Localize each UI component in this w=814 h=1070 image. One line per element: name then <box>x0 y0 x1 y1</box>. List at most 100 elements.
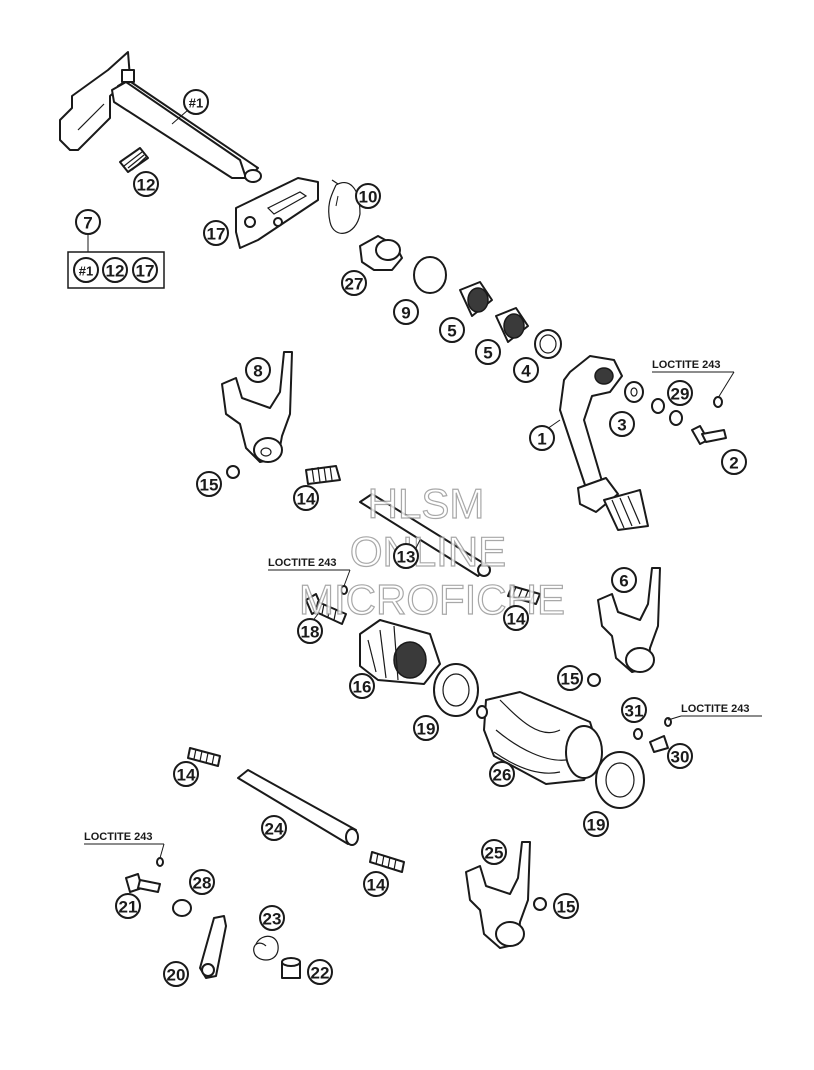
callout-15a-circle <box>196 471 222 497</box>
callout-15c: 15 <box>553 893 579 919</box>
callout-2: 2 <box>721 449 747 475</box>
callout-8-label: 8 <box>253 362 262 381</box>
callout-12a-circle <box>133 171 159 197</box>
callout-27: 27 <box>341 270 367 296</box>
washer-9-part <box>413 256 447 294</box>
callout-14c-circle <box>173 761 199 787</box>
callout-16-circle <box>349 673 375 699</box>
callout-31: 31 <box>621 697 647 723</box>
callout-31-label: 31 <box>625 702 644 721</box>
callout-18-circle <box>297 618 323 644</box>
callout-30: 30 <box>667 743 693 769</box>
callout-26: 26 <box>489 761 515 787</box>
callout-12a: 12 <box>133 171 159 197</box>
pin-15b-part <box>587 673 601 687</box>
callout-14a-circle <box>293 485 319 511</box>
callout-14b: 14 <box>503 605 529 631</box>
callout-10-label: 10 <box>359 188 378 207</box>
kit-item-17-label: 17 <box>136 262 155 281</box>
callout-14a-label: 14 <box>297 490 316 509</box>
callout-10: 10 <box>355 183 381 209</box>
kit-item-12: 12 <box>102 257 128 283</box>
callout-21: 21 <box>115 893 141 919</box>
pin-15a-part <box>226 465 240 479</box>
callout-25-circle <box>481 839 507 865</box>
callout-1a-label: #1 <box>189 96 203 111</box>
kit-item-12-circle <box>102 257 128 283</box>
svg-text:HLSM: HLSM <box>368 480 485 527</box>
callout-19b-label: 19 <box>587 816 606 835</box>
callout-3-label: 3 <box>617 416 626 435</box>
kit-item-12-label: 12 <box>106 262 125 281</box>
svg-text:LOCTITE 243: LOCTITE 243 <box>84 831 152 843</box>
kit-item-hash1: #1 <box>73 257 99 283</box>
callout-19b-circle <box>583 811 609 837</box>
callout-29: 29 <box>667 380 693 406</box>
callout-9-label: 9 <box>401 304 410 323</box>
callout-6: 6 <box>611 567 637 593</box>
callout-5a-label: 5 <box>447 322 456 341</box>
spring-23-part <box>253 935 279 961</box>
callout-1: 1 <box>529 425 555 451</box>
callout-17-circle <box>203 220 229 246</box>
callout-15b: 15 <box>557 665 583 691</box>
shift-drum-26-part <box>476 691 603 785</box>
callout-24-label: 24 <box>265 820 284 839</box>
callout-2-circle <box>721 449 747 475</box>
callout-14d: 14 <box>363 871 389 897</box>
loctite-label-upper: LOCTITE 243 <box>652 359 735 399</box>
kit-item-hash1-circle <box>73 257 99 283</box>
callout-22-circle <box>307 959 333 985</box>
callout-9: 9 <box>393 299 419 325</box>
callout-14a: 14 <box>293 485 319 511</box>
callout-13: 13 <box>393 543 419 569</box>
callout-16: 16 <box>349 673 375 699</box>
callout-13-label: 13 <box>397 548 416 567</box>
callout-6-label: 6 <box>619 572 628 591</box>
callout-2-label: 2 <box>729 454 738 473</box>
callout-15a: 15 <box>196 471 222 497</box>
shift-fork-8-part <box>221 351 293 463</box>
callout-27-circle <box>341 270 367 296</box>
callout-5b-label: 5 <box>483 344 492 363</box>
kit-item-17-circle <box>132 257 158 283</box>
callout-5a-circle <box>439 317 465 343</box>
spring-14d-part <box>369 851 405 873</box>
callout-kit-7-label: 7 <box>83 214 92 233</box>
callout-28-circle <box>189 869 215 895</box>
spring-14b-part <box>507 585 541 605</box>
callout-14c-label: 14 <box>177 766 196 785</box>
svg-text:ONLINE: ONLINE <box>350 528 506 575</box>
callout-14c: 14 <box>173 761 199 787</box>
bushing-5b-part <box>495 307 529 343</box>
callout-13-circle <box>393 543 419 569</box>
callout-1a-circle <box>183 89 209 115</box>
callout-kit-7-circle <box>75 209 101 235</box>
callout-20-label: 20 <box>167 966 186 985</box>
callout-14b-circle <box>503 605 529 631</box>
shaft-24-part <box>237 769 359 846</box>
pin-15c-part <box>533 897 547 911</box>
bolt-21-part <box>125 857 164 893</box>
bolt-2-part <box>691 396 727 445</box>
callout-20-circle <box>163 961 189 987</box>
callout-1-label: 1 <box>537 430 546 449</box>
svg-text:LOCTITE 243: LOCTITE 243 <box>652 359 720 371</box>
callout-19a: 19 <box>413 715 439 741</box>
spring-12-part <box>119 147 149 173</box>
callout-30-label: 30 <box>671 748 690 767</box>
plate-17-part <box>235 177 319 249</box>
bearing-19a-part <box>433 663 479 717</box>
callout-26-circle <box>489 761 515 787</box>
callout-8: 8 <box>245 357 271 383</box>
kit-item-17: 17 <box>132 257 158 283</box>
callout-9-circle <box>393 299 419 325</box>
bolt-30-part <box>649 717 672 753</box>
kit-item-hash1-label: #1 <box>79 264 93 279</box>
shift-fork-25-part <box>465 841 531 949</box>
part-27 <box>359 235 403 271</box>
callout-28: 28 <box>189 869 215 895</box>
callout-18-label: 18 <box>301 623 320 642</box>
